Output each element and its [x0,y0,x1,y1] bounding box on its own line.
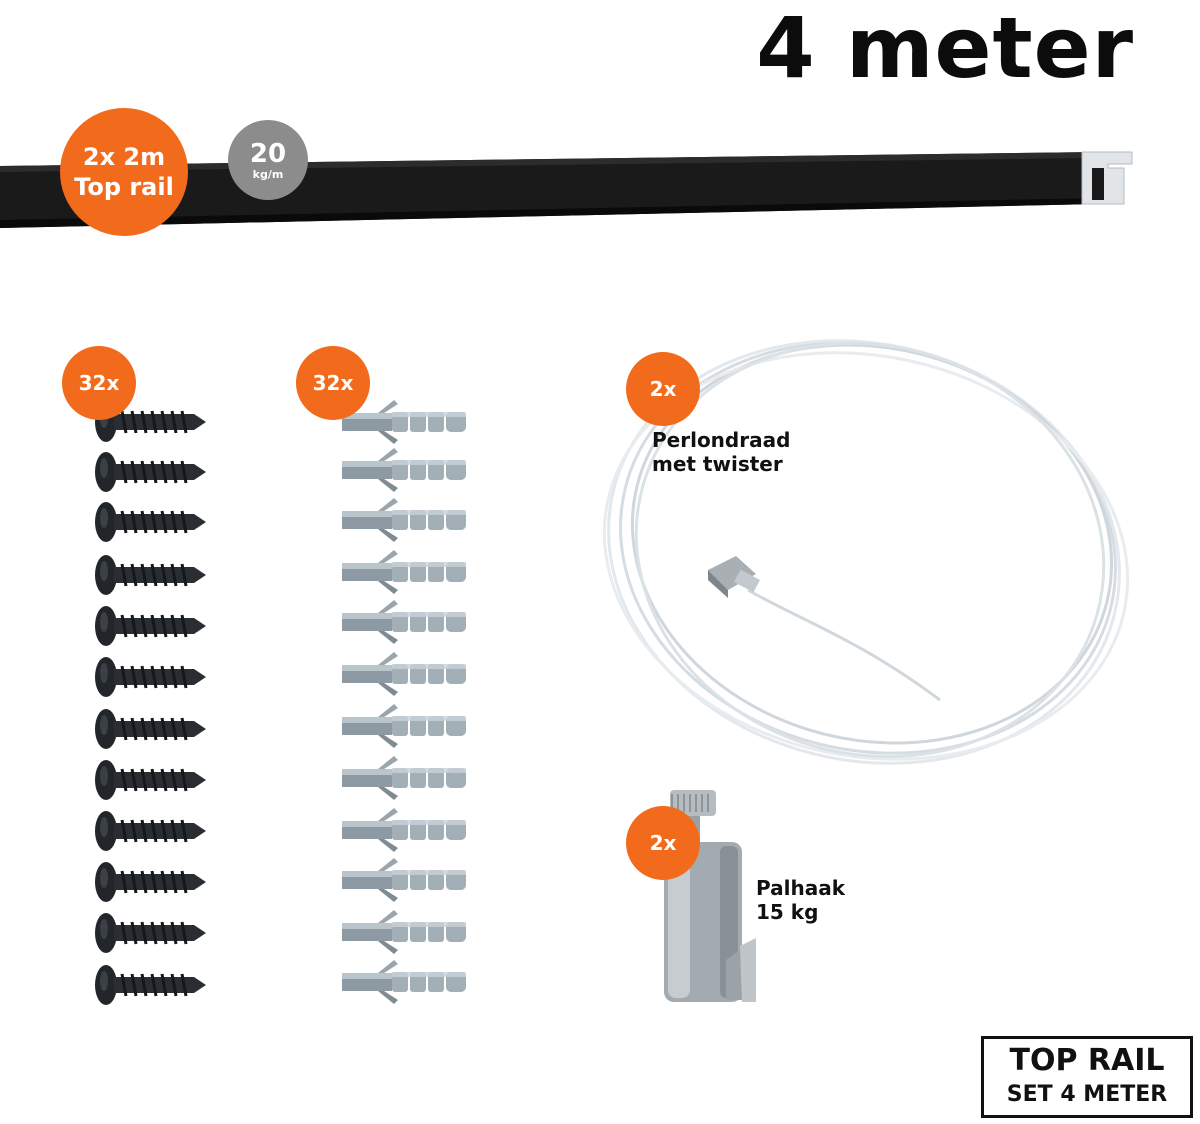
perlon-wire-coil [602,339,1130,765]
plug-quantity-badge: 32x [296,346,370,420]
hook-label-line2: 15 kg [756,900,819,924]
wire-quantity-text: 2x [649,377,677,401]
rail-quantity-text: 2x 2m [82,143,166,171]
rail-type-text: Top rail [74,173,174,201]
headline: 4 meter [756,0,1134,97]
picture-hook [664,790,756,1002]
wire-label-line2: met twister [652,452,783,476]
load-capacity-value: 20 [249,138,287,169]
rail-quantity-badge: 2x 2m Top rail [60,108,188,236]
hook-quantity-badge: 2x [626,806,700,880]
wire-quantity-badge: 2x [626,352,700,426]
load-capacity-unit: kg/m [252,167,284,181]
load-capacity-badge: 20 kg/m [228,120,308,200]
screw-column [93,400,208,1007]
set-name-line2: SET 4 METER [1006,1082,1168,1107]
hook-quantity-text: 2x [649,831,677,855]
set-name-box: TOP RAIL SET 4 METER [981,1036,1193,1118]
twister-fitting [708,556,760,598]
plug-quantity-text: 32x [312,371,354,395]
set-name-line1: TOP RAIL [1009,1043,1165,1078]
screw-quantity-badge: 32x [62,346,136,420]
screw-quantity-text: 32x [78,371,120,395]
hook-label: Palhaak 15 kg [756,876,845,924]
wall-plug-column [342,400,466,1004]
hook-label-line1: Palhaak [756,876,846,900]
wire-label: Perlondraad met twister [652,428,790,476]
wire-label-line1: Perlondraad [652,428,791,452]
